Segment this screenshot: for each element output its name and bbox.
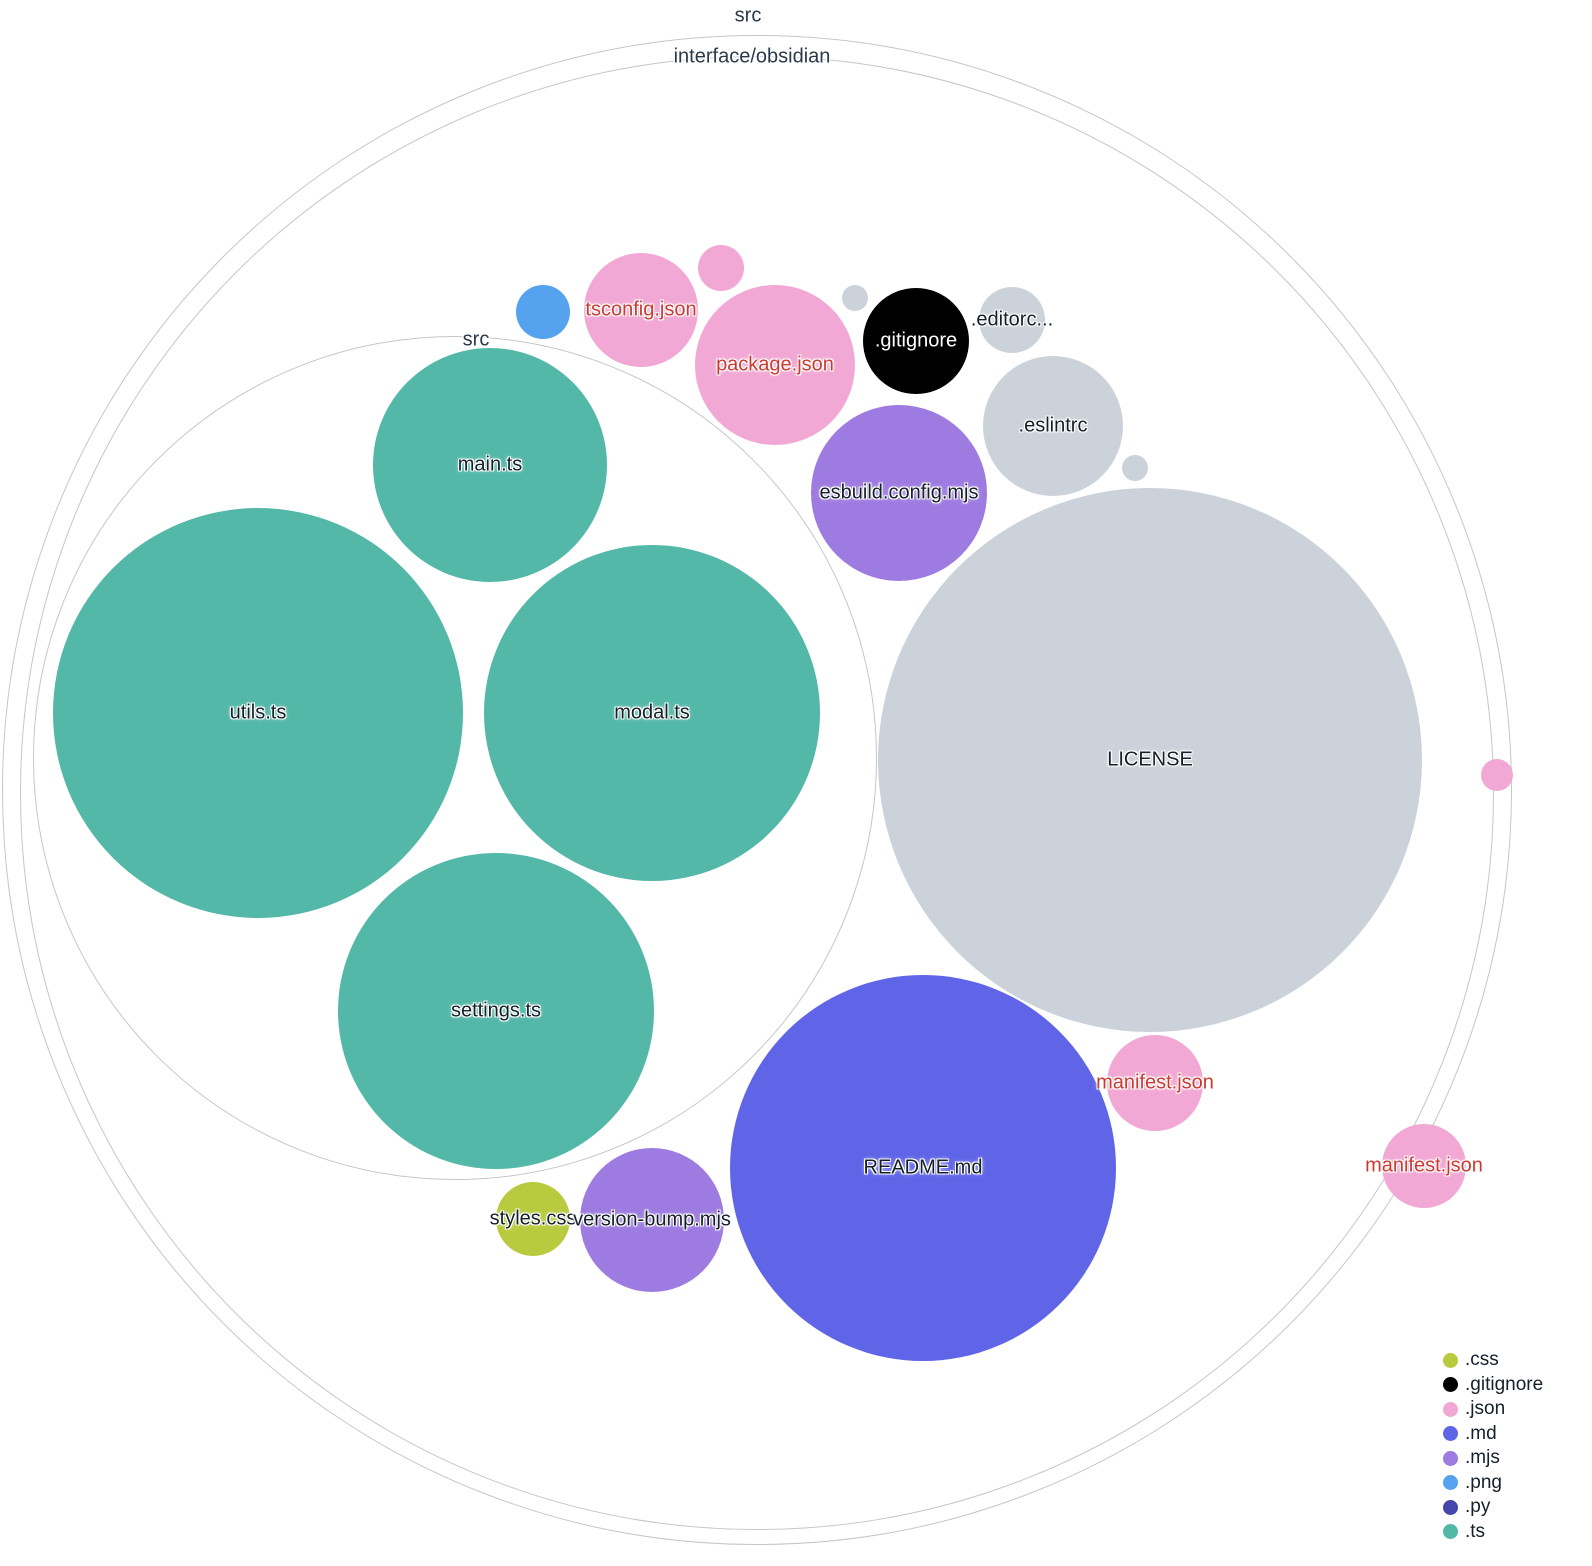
legend-item-css: .css — [1443, 1349, 1543, 1370]
legend-dot-md — [1443, 1426, 1458, 1441]
file-bubble-png-dot — [516, 285, 570, 339]
file-bubble-eslintrc — [983, 356, 1123, 496]
file-bubble-manifest-json-outer — [1382, 1124, 1466, 1208]
file-bubble-gray-dot-2 — [1122, 455, 1148, 481]
file-bubble-gitignore — [863, 288, 969, 394]
file-bubble-esbuild-config-mjs — [811, 405, 987, 581]
file-bubble-editorconfig — [979, 287, 1045, 353]
folder-circle-interface-obsidian — [20, 56, 1494, 1530]
legend-item-mjs: .mjs — [1443, 1447, 1543, 1468]
folder-circle-src-folder — [33, 336, 877, 1180]
legend-dot-ts — [1443, 1524, 1458, 1539]
legend-dot-json — [1443, 1401, 1458, 1417]
folder-label-root-src: src — [734, 4, 762, 27]
file-bubble-gray-dot-1 — [842, 285, 868, 311]
legend-item-png: .png — [1443, 1471, 1543, 1493]
legend-label-py: .py — [1465, 1496, 1491, 1517]
legend-label-json: .json — [1465, 1398, 1506, 1419]
file-bubble-modal-ts — [484, 545, 820, 881]
file-bubble-settings-ts — [338, 853, 654, 1169]
file-bubble-version-bump-mjs — [580, 1148, 724, 1292]
legend-dot-py — [1443, 1499, 1458, 1515]
legend-item-ts: .ts — [1443, 1520, 1543, 1542]
legend-item-gitignore: .gitignore — [1443, 1373, 1544, 1395]
legend-label-css: .css — [1465, 1349, 1499, 1370]
file-bubble-json-dot-top — [698, 245, 744, 291]
legend-label-ts: .ts — [1465, 1520, 1486, 1542]
legend-dot-png — [1443, 1475, 1458, 1490]
file-bubble-readme-md — [730, 975, 1116, 1361]
legend-label-png: .png — [1465, 1471, 1502, 1493]
file-bubble-manifest-json-inner — [1107, 1035, 1203, 1131]
folder-circle-root-src — [2, 35, 1512, 1545]
legend-item-py: .py — [1443, 1496, 1543, 1517]
file-bubble-license — [878, 488, 1422, 1032]
legend-item-md: .md — [1443, 1422, 1543, 1444]
file-bubble-package-json — [695, 285, 855, 445]
legend-dot-mjs — [1443, 1450, 1458, 1466]
file-bubble-tsconfig-json — [584, 253, 698, 367]
legend-dot-css — [1443, 1352, 1458, 1368]
file-bubble-main-ts — [373, 348, 607, 582]
legend: .css .gitignore .json .md .mjs .png .py .ts — [1443, 1349, 1544, 1542]
legend-label-gitignore: .gitignore — [1465, 1373, 1544, 1395]
legend-label-md: .md — [1465, 1422, 1497, 1444]
file-bubble-utils-ts — [53, 508, 463, 918]
legend-item-json: .json — [1443, 1398, 1543, 1419]
file-bubble-json-dot-right — [1481, 759, 1513, 791]
legend-label-mjs: .mjs — [1465, 1447, 1500, 1468]
legend-dot-gitignore — [1443, 1377, 1458, 1392]
file-bubble-styles-css — [496, 1182, 570, 1256]
